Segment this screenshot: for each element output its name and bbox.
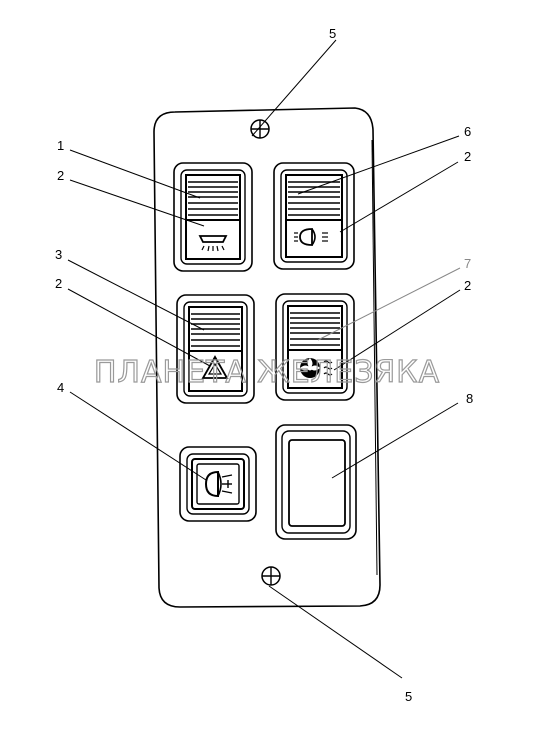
callout-3: 3 [55, 247, 62, 262]
blank-plug-8 [275, 424, 357, 540]
switch-1 [173, 162, 253, 272]
callout-6: 6 [464, 124, 471, 139]
callout-4: 4 [57, 380, 64, 395]
callout-labels: 5 1 2 6 2 3 2 7 2 4 8 5 [55, 26, 473, 704]
callout-5-top: 5 [329, 26, 336, 41]
switch-6 [273, 162, 355, 270]
leader-lines [67, 39, 461, 679]
callout-2-d: 2 [464, 278, 471, 293]
callout-7: 7 [464, 256, 471, 271]
watermark: ПЛАНЕТА ЖЕЛЕЗЯКА [94, 355, 440, 390]
switch-7 [275, 293, 355, 401]
interior-lamp-icon [198, 235, 228, 252]
fan-icon [300, 358, 333, 378]
switch-3 [176, 294, 255, 404]
screw-bottom [261, 566, 281, 586]
callout-8: 8 [466, 391, 473, 406]
callout-2-b: 2 [464, 149, 471, 164]
screw-top [250, 119, 270, 139]
headlight-icon [294, 228, 328, 246]
callout-1: 1 [57, 138, 64, 153]
callout-2-c: 2 [55, 276, 62, 291]
warning-triangle-icon [201, 355, 229, 379]
fog-light-icon [204, 470, 233, 498]
switch-4 [179, 446, 257, 522]
callout-5-bottom: 5 [405, 689, 412, 704]
callout-2-a: 2 [57, 168, 64, 183]
